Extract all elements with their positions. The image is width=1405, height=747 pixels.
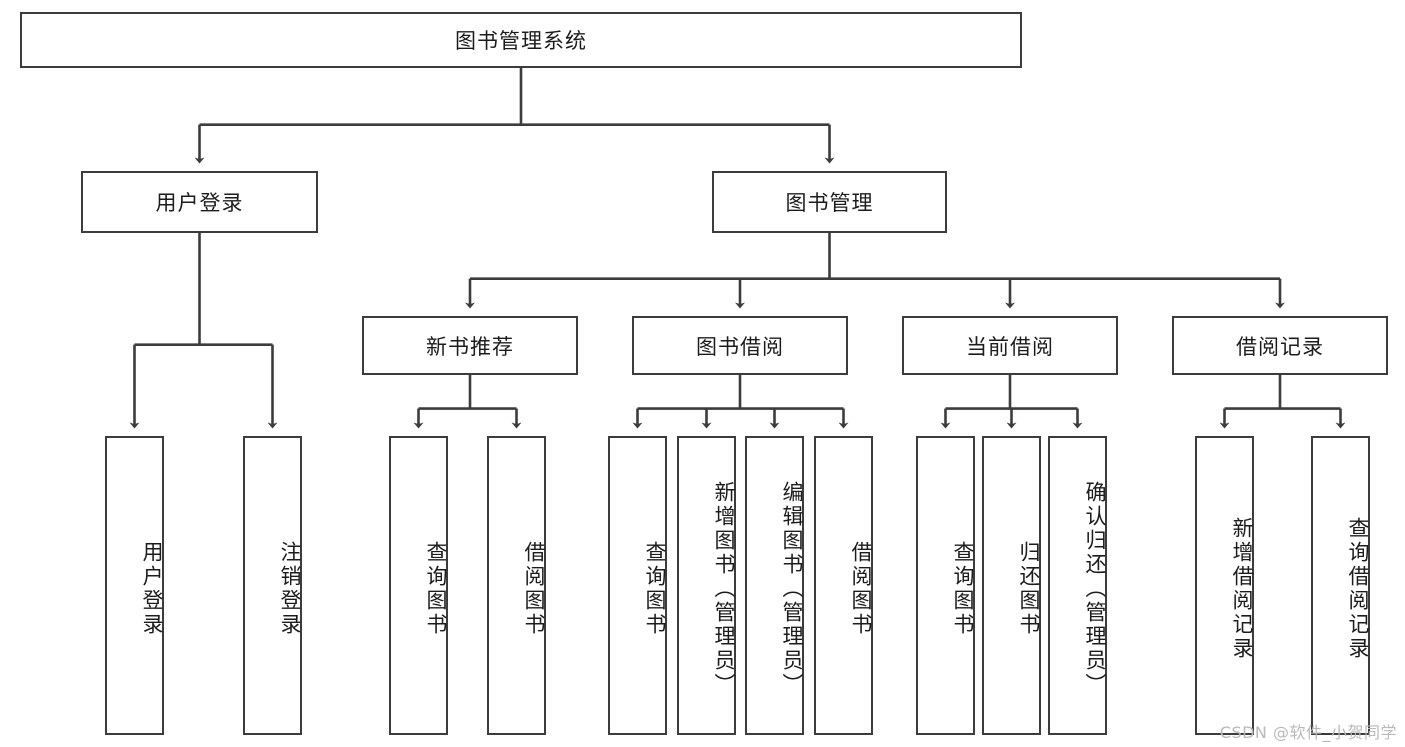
node-leaf_5: 新增图书（管理员） xyxy=(677,436,736,735)
node-l1_1: 图书管理 xyxy=(712,171,947,233)
node-leaf_8: 查询图书 xyxy=(916,436,975,735)
node-leaf_9: 归还图书 xyxy=(982,436,1041,735)
node-leaf_7: 借阅图书 xyxy=(814,436,873,735)
node-label: 图书管理系统 xyxy=(455,29,587,53)
node-leaf_1: 注销登录 xyxy=(243,436,302,735)
node-leaf_3: 借阅图书 xyxy=(487,436,546,735)
node-label: 用户登录 xyxy=(140,540,164,637)
node-l2_3: 借阅记录 xyxy=(1172,316,1388,375)
node-root: 图书管理系统 xyxy=(20,12,1022,68)
node-leaf_4: 查询图书 xyxy=(608,436,667,735)
node-label: 新增借阅记录 xyxy=(1230,516,1254,661)
node-label: 用户登录 xyxy=(155,191,244,215)
node-label: 图书借阅 xyxy=(696,334,784,359)
node-label: 确认归还（管理员） xyxy=(1083,480,1107,697)
node-l2_0: 新书推荐 xyxy=(362,316,578,375)
node-label: 归还图书 xyxy=(1017,540,1041,637)
node-label: 查询借阅记录 xyxy=(1346,516,1370,661)
node-l2_2: 当前借阅 xyxy=(902,316,1118,375)
node-label: 新书推荐 xyxy=(426,334,514,359)
node-leaf_6: 编辑图书（管理员） xyxy=(745,436,804,735)
node-label: 查询图书 xyxy=(951,540,975,637)
node-label: 借阅图书 xyxy=(522,540,546,637)
node-label: 查询图书 xyxy=(424,540,448,637)
node-l1_0: 用户登录 xyxy=(81,171,318,233)
node-leaf_11: 新增借阅记录 xyxy=(1195,436,1254,735)
node-label: 借阅记录 xyxy=(1236,334,1324,359)
node-leaf_10: 确认归还（管理员） xyxy=(1048,436,1107,735)
node-leaf_12: 查询借阅记录 xyxy=(1311,436,1370,735)
node-label: 编辑图书（管理员） xyxy=(780,480,804,697)
node-label: 查询图书 xyxy=(643,540,667,637)
node-leaf_2: 查询图书 xyxy=(389,436,448,735)
node-label: 当前借阅 xyxy=(966,334,1054,359)
node-leaf_0: 用户登录 xyxy=(105,436,164,735)
node-label: 借阅图书 xyxy=(849,540,873,637)
node-l2_1: 图书借阅 xyxy=(632,316,848,375)
watermark-label: CSDN @软件_小贺同学 xyxy=(1219,723,1397,742)
node-label: 注销登录 xyxy=(278,540,302,637)
node-label: 图书管理 xyxy=(785,191,874,215)
node-label: 新增图书（管理员） xyxy=(712,480,736,697)
